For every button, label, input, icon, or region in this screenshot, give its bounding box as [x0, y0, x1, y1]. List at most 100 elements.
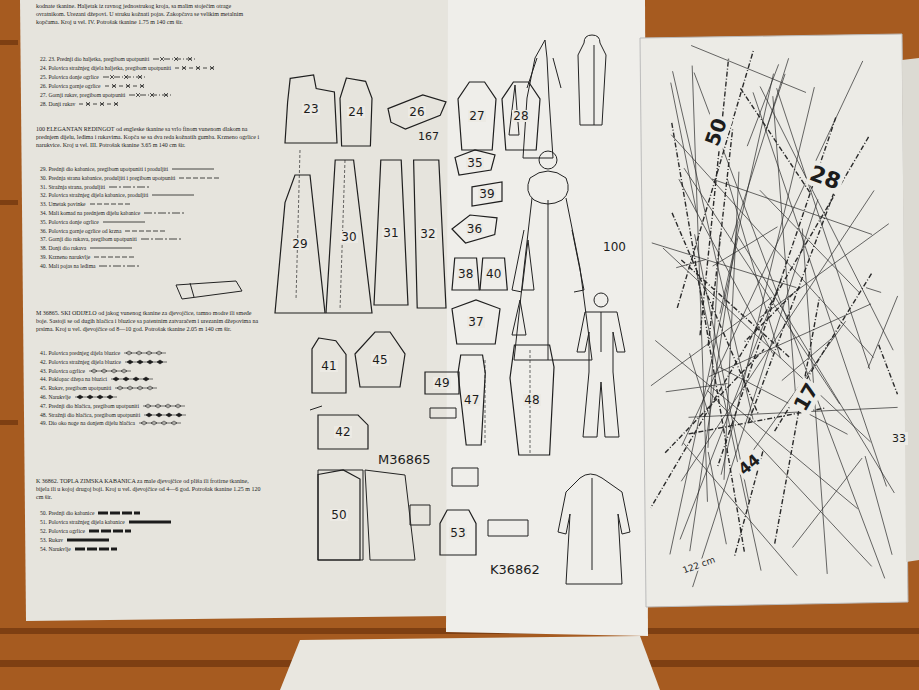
pattern-line	[666, 384, 728, 392]
pattern-line	[672, 123, 745, 553]
legend-line-sample	[89, 201, 133, 207]
legend-line-sample	[89, 245, 133, 251]
pattern-piece: 32	[410, 160, 446, 308]
legend-text: 41. Polovica prednjeg dijela bluzice	[40, 350, 120, 356]
legend-text: 28. Donji rukav	[40, 101, 75, 107]
legend-line-sample	[124, 359, 168, 365]
pattern-line	[712, 179, 872, 234]
pattern-piece: 45	[355, 332, 405, 387]
legend-entry: 25. Polovica donje ogrlice	[40, 74, 146, 80]
sample-diamond	[113, 377, 119, 381]
pattern-piece: 42	[318, 415, 368, 449]
legend-text: 37. Gornji dio rukava, pregibom upotpuni…	[40, 236, 137, 242]
pattern-line	[713, 227, 778, 266]
legend-line-sample	[124, 228, 168, 234]
piece-outline-path	[458, 82, 496, 150]
pattern-line	[793, 458, 863, 547]
third-sheet	[902, 58, 919, 562]
piece-outline-path	[326, 160, 372, 313]
sample-line	[129, 95, 171, 96]
legend-text: 49. Dio oko noge na donjem dijelu hlačic…	[40, 420, 135, 426]
pattern-line	[684, 168, 840, 404]
legend-line-sample	[142, 403, 186, 409]
sample-line	[125, 230, 167, 231]
piece-number: 23	[302, 103, 319, 115]
piece-number: 24	[347, 106, 364, 118]
sample-diamond	[165, 404, 171, 408]
piece-outline-path	[440, 510, 476, 555]
legend-line-sample	[102, 219, 146, 225]
callout-number: M36865	[378, 452, 431, 467]
pattern-piece: 49	[425, 372, 459, 394]
legend-entry: 34. Mali komad na prednjem dijelu kabani…	[40, 210, 187, 216]
back-piece	[318, 470, 363, 560]
sample-diamond	[156, 351, 162, 355]
sample-cross	[188, 57, 192, 61]
piece-outline-path	[275, 175, 325, 313]
piece-number: 37	[467, 316, 484, 328]
sample-diamond	[137, 360, 143, 364]
sheet-below	[280, 636, 660, 690]
sample-cross	[196, 66, 200, 70]
legend-entry: 26. Polovica gornje ogrlice	[40, 83, 148, 89]
slat-gap	[0, 420, 18, 425]
piece-number: 53	[449, 527, 466, 539]
pattern-piece: 29	[275, 175, 325, 313]
piece-outline-path	[472, 182, 502, 206]
description-text: kodnate tkanine. Haljetak iz ravnog jedn…	[36, 3, 261, 26]
sample-line	[115, 388, 157, 389]
pattern-line	[782, 335, 836, 381]
pattern-piece: 28	[502, 82, 540, 150]
legend-entry: 35. Polovica donje ogrlice	[40, 219, 146, 225]
legend-text: 40. Mali pojas na leđima	[40, 263, 95, 269]
sample-line	[139, 423, 181, 424]
piece-number: 42	[334, 426, 351, 438]
legend-text: 51. Polovica stražnjeg dijela kabanice	[40, 519, 125, 525]
pattern-piece: 26	[388, 95, 446, 129]
legend-line-sample	[128, 519, 172, 525]
sample-cross	[164, 93, 168, 97]
pattern-line	[663, 248, 871, 442]
sample-cross	[210, 66, 214, 70]
piece-number: 31	[382, 227, 399, 239]
sample-diamond	[127, 386, 133, 390]
legend-text: 54. Narukvlje	[40, 546, 71, 552]
pattern-line	[697, 276, 761, 571]
sample-line	[109, 186, 151, 187]
sample-diamond	[176, 413, 182, 417]
piece-outline-path	[388, 95, 446, 129]
pattern-line	[684, 443, 798, 575]
sample-line	[103, 77, 145, 78]
legend-line-sample	[66, 537, 110, 543]
pattern-line	[691, 45, 806, 92]
fur-collar	[528, 171, 569, 204]
sample-diamond	[121, 369, 127, 373]
sample-line	[89, 530, 131, 533]
piece-number: 27	[468, 110, 485, 122]
piece-number: 47	[463, 394, 480, 406]
sample-line	[141, 239, 183, 240]
pattern-line	[760, 190, 860, 293]
ski-suit	[577, 312, 625, 437]
pattern-line	[747, 64, 778, 146]
sample-line	[153, 59, 195, 60]
pattern-piece: 41	[312, 338, 346, 393]
legend-text: 42. Polovica stražnjeg dijela bluzice	[40, 359, 121, 365]
legend-line-sample	[110, 376, 154, 382]
sample-diamond	[141, 421, 147, 425]
piece-number: 32	[419, 228, 436, 240]
sample-cross	[138, 75, 142, 79]
piece-outline-path	[480, 258, 507, 290]
sample-diamond	[137, 386, 143, 390]
legend-entry: 39. Krzneno narukvlje	[40, 254, 137, 260]
pattern-line	[773, 96, 797, 408]
legend-text: 30. Prednja strana kabanice, produljiti …	[40, 175, 175, 181]
pattern-line	[866, 288, 881, 293]
pattern-piece: 23	[285, 75, 337, 143]
piece-outline-path	[318, 470, 360, 560]
legend-text: 34. Mali komad na prednjem dijelu kabani…	[40, 210, 140, 216]
pattern-line	[724, 172, 739, 480]
description-text: 100 ELEGANTAN REDINGOT od engleske tkani…	[36, 126, 261, 149]
